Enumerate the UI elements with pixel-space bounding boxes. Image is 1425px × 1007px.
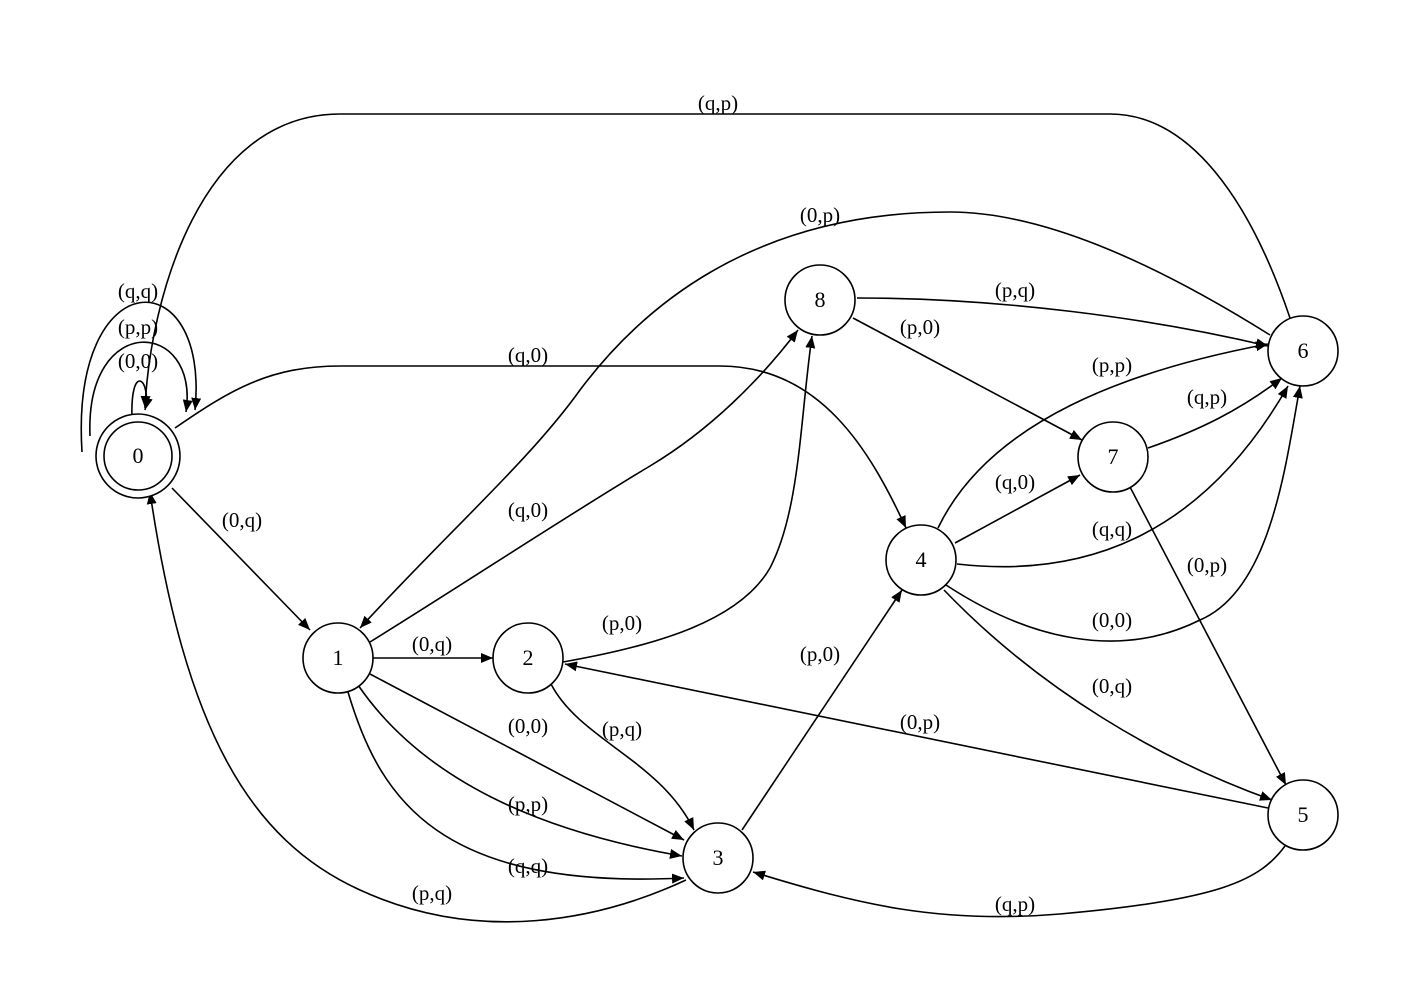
state-circle-8	[784, 264, 856, 336]
edge-1-to-8	[369, 329, 799, 643]
state-node-0: 0	[95, 413, 181, 499]
edge-6-to-0	[140, 113, 1291, 409]
state-node-6: 6	[1267, 315, 1339, 387]
edge-label-4-to-5: (0,q)	[1092, 674, 1132, 698]
nodes-layer: 0 1 2 3 4 5 6 7 8	[95, 264, 1339, 894]
edge-label-8-to-7: (p,0)	[900, 315, 940, 339]
edge-3-to-0	[146, 491, 687, 923]
state-label-4: 4	[916, 547, 927, 572]
edge-label-3-to-0: (p,q)	[412, 881, 452, 905]
edge-8-to-7	[852, 317, 1083, 441]
edge-label-7-to-6: (q,p)	[1187, 385, 1227, 409]
edge-label-5-to-2: (0,p)	[900, 710, 940, 734]
state-node-3: 3	[682, 822, 754, 894]
edge-label-4-to-7: (q,0)	[995, 470, 1035, 494]
edge-4-to-7	[954, 474, 1081, 544]
state-node-2: 2	[492, 622, 564, 694]
edge-2-to-8	[562, 335, 816, 663]
edge-label-2-to-8: (p,0)	[602, 611, 642, 635]
edge-label-7-to-5: (0,p)	[1187, 553, 1227, 577]
edge-label-0-to-4: (q,0)	[508, 343, 548, 367]
edges-layer	[80, 113, 1303, 923]
edge-1-to-3	[369, 673, 685, 841]
edge-0-to-0	[80, 301, 202, 453]
edge-label-0-to-0: (0,0)	[118, 349, 158, 373]
state-label-1: 1	[333, 645, 344, 670]
edge-labels-layer: (q,q) (p,p) (0,0) (0,q) (q,0) (q,p) (0,p) (q,0)…	[118, 91, 1227, 916]
edge-1-to-3	[347, 691, 685, 884]
edge-label-0-to-0: (q,q)	[118, 279, 158, 303]
edge-label-4-to-6: (0,0)	[1092, 608, 1132, 632]
edge-0-to-0	[89, 341, 193, 437]
state-circle-1	[302, 622, 374, 694]
edge-label-0-to-0: (p,p)	[118, 315, 158, 339]
state-node-1: 1	[302, 622, 374, 694]
edge-7-to-5	[1129, 486, 1287, 786]
state-label-7: 7	[1108, 444, 1119, 469]
edge-label-3-to-4: (p,0)	[800, 642, 840, 666]
state-circle-5	[1267, 779, 1339, 851]
edge-label-1-to-3: (0,0)	[508, 714, 548, 738]
edge-label-1-to-8: (q,0)	[508, 498, 548, 522]
edge-label-4-to-6: (q,q)	[1092, 517, 1132, 541]
edge-4-to-6	[956, 385, 1289, 568]
state-circle-3	[682, 822, 754, 894]
edge-label-1-to-3: (q,q)	[508, 854, 548, 878]
state-label-0: 0	[133, 443, 144, 468]
edge-label-5-to-3: (q,p)	[995, 892, 1035, 916]
edge-label-1-to-2: (0,q)	[412, 632, 452, 656]
state-label-6: 6	[1298, 338, 1309, 363]
state-node-4: 4	[885, 524, 957, 596]
edge-label-1-to-3: (p,p)	[508, 792, 548, 816]
state-circle-7	[1077, 421, 1149, 493]
state-label-8: 8	[815, 287, 826, 312]
state-circle-4	[885, 524, 957, 596]
edge-5-to-3	[752, 845, 1286, 918]
state-label-5: 5	[1298, 802, 1309, 827]
edge-label-6-to-1: (0,p)	[800, 203, 840, 227]
edge-label-2-to-3: (p,q)	[602, 717, 642, 741]
edge-4-to-6	[937, 341, 1269, 529]
edge-8-to-6	[856, 297, 1269, 349]
edge-1-to-3	[357, 684, 683, 859]
edge-label-8-to-6: (p,q)	[995, 278, 1035, 302]
edge-5-to-2	[564, 661, 1269, 809]
edge-label-6-to-0: (q,p)	[698, 91, 738, 115]
edge-label-0-to-1: (0,q)	[222, 508, 262, 532]
state-node-8: 8	[784, 264, 856, 336]
edge-0-to-1	[171, 487, 311, 631]
edge-2-to-3	[550, 683, 695, 831]
state-circle-2	[492, 622, 564, 694]
edge-3-to-4	[741, 589, 903, 831]
state-node-5: 5	[1267, 779, 1339, 851]
edge-0-to-4	[174, 365, 907, 529]
state-label-3: 3	[713, 845, 724, 870]
edge-7-to-6	[1147, 377, 1283, 449]
edge-6-to-1	[359, 211, 1271, 629]
state-circle-0	[103, 421, 173, 491]
state-node-7: 7	[1077, 421, 1149, 493]
edge-label-4-to-6: (p,p)	[1092, 353, 1132, 377]
state-label-2: 2	[523, 645, 534, 670]
edge-4-to-5	[943, 589, 1273, 801]
state-circle-6	[1267, 315, 1339, 387]
